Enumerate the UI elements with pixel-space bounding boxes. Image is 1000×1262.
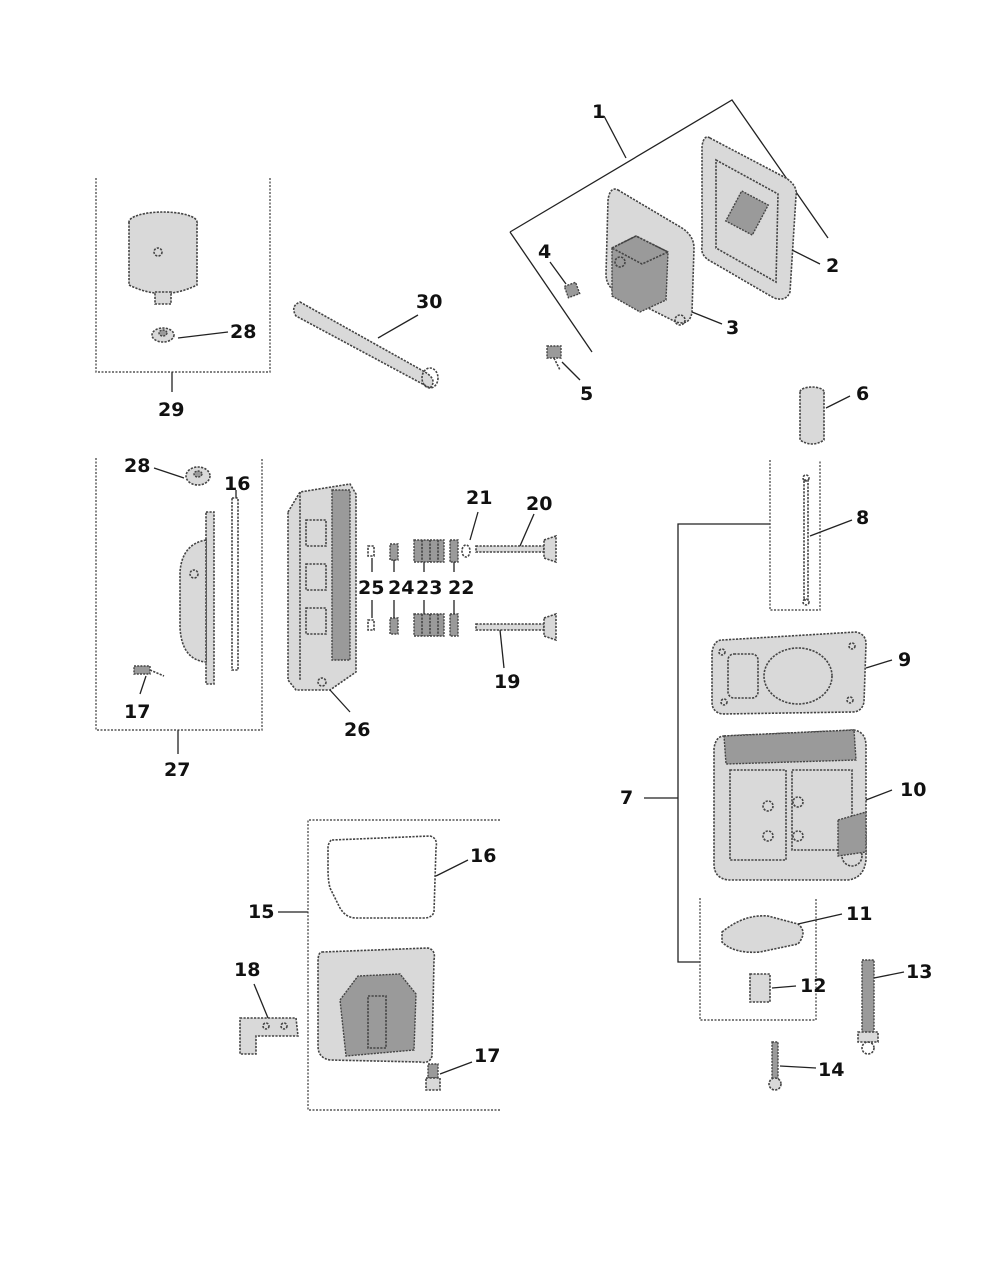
callout-27: 27 [164, 759, 190, 781]
callout-11: 11 [846, 903, 872, 925]
part-16-gasket-strip [231, 490, 239, 671]
callout-26: 26 [344, 719, 370, 741]
callout-16-cover: 16 [470, 845, 496, 867]
part-4-nut [549, 261, 581, 299]
callout-30: 30 [416, 291, 442, 313]
part-breather-cover [179, 511, 215, 685]
part-20-intake-valve [475, 513, 557, 564]
callout-17-bottom: 17 [474, 1045, 500, 1067]
part-11-12-box [699, 898, 817, 1021]
part-18-bracket [239, 983, 299, 1055]
callout-28-lower: 28 [124, 455, 150, 477]
part-26-cylinder-head [287, 483, 357, 713]
part-10-head-casting [713, 729, 893, 881]
part-13-bolt [857, 959, 905, 1055]
callout-5: 5 [580, 383, 593, 405]
callout-3: 3 [726, 317, 739, 339]
part-3-cover [605, 188, 723, 326]
callout-28-upper: 28 [230, 321, 256, 343]
callout-21: 21 [466, 487, 492, 509]
part-6-tappet [799, 386, 851, 445]
group-15-box [278, 819, 500, 1111]
part-valve-cover [317, 947, 436, 1064]
part-16-cover-gasket [327, 835, 469, 919]
callout-2: 2 [826, 255, 839, 277]
part-21-ring [461, 511, 479, 558]
part-11-rocker [721, 913, 843, 954]
callout-25: 25 [358, 577, 384, 599]
part-9-head-gasket [711, 631, 893, 715]
callout-7: 7 [620, 787, 633, 809]
part-14-bolt [768, 1041, 817, 1091]
callout-18: 18 [234, 959, 260, 981]
group-27-box [95, 458, 263, 754]
callout-14: 14 [818, 1059, 844, 1081]
part-28-seal-lower [153, 466, 211, 486]
part-8-pushrod-box [769, 460, 853, 611]
callout-10: 10 [900, 779, 926, 801]
part-5-screw [546, 345, 581, 381]
callout-13: 13 [906, 961, 932, 983]
part-lifter-cup [128, 211, 198, 305]
part-12-pivot [749, 973, 797, 1003]
callout-17-left: 17 [124, 701, 150, 723]
callout-15: 15 [248, 901, 274, 923]
part-30-rod [292, 301, 439, 389]
callout-9: 9 [898, 649, 911, 671]
part-23-springs [413, 539, 445, 637]
callout-19: 19 [494, 671, 520, 693]
group-29-box [95, 178, 271, 392]
part-17-screw-left [133, 665, 165, 695]
group-7-bracket [644, 523, 770, 963]
callout-22: 22 [448, 577, 474, 599]
part-2-gasket [700, 136, 821, 300]
callout-23: 23 [416, 577, 442, 599]
callout-16-strip: 16 [224, 473, 250, 495]
part-19-exhaust-valve [475, 612, 557, 669]
callout-8: 8 [856, 507, 869, 529]
callout-20: 20 [526, 493, 552, 515]
valve-train-leaders [371, 558, 455, 618]
part-25-keepers [367, 545, 375, 631]
callout-24: 24 [388, 577, 414, 599]
callout-12: 12 [800, 975, 826, 997]
part-17-screw-bottom [425, 1061, 473, 1091]
callout-29: 29 [158, 399, 184, 421]
callout-4: 4 [538, 241, 551, 263]
part-28-seal-upper [151, 327, 229, 343]
callout-1: 1 [592, 101, 605, 123]
callout-6: 6 [856, 383, 869, 405]
